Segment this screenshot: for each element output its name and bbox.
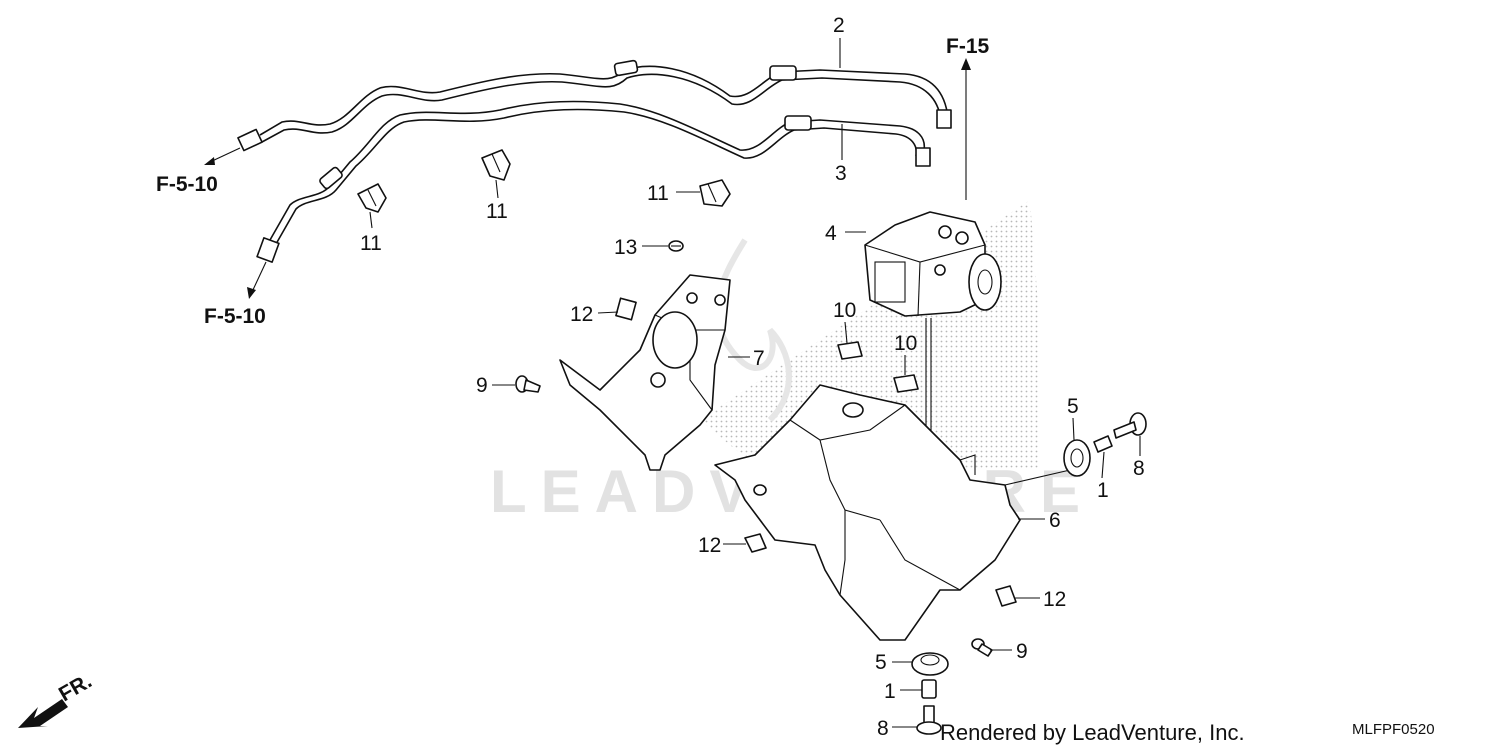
footer-credit: Rendered by LeadVenture, Inc. bbox=[940, 720, 1245, 745]
clip-nut-12-b bbox=[744, 533, 767, 553]
callout-12-a[interactable]: 12 bbox=[570, 303, 593, 326]
callout-leaders bbox=[369, 38, 1141, 728]
clip-nut-12-a bbox=[615, 297, 637, 321]
callout-10-a[interactable]: 10 bbox=[833, 299, 856, 322]
abs-tray-6 bbox=[714, 384, 1071, 641]
callout-6[interactable]: 6 bbox=[1049, 509, 1061, 532]
arrow-to-f510-upper bbox=[204, 147, 241, 165]
bolt-8-upper bbox=[1113, 412, 1147, 439]
callout-2[interactable]: 2 bbox=[833, 14, 845, 37]
callout-13[interactable]: 13 bbox=[614, 236, 637, 259]
callout-9-right[interactable]: 9 bbox=[1016, 640, 1028, 663]
clip-nut-12-c bbox=[995, 585, 1017, 607]
collar-1-lower bbox=[921, 679, 937, 699]
callout-9-left[interactable]: 9 bbox=[476, 374, 488, 397]
front-direction-arrow-icon bbox=[18, 699, 68, 728]
callout-1-lower[interactable]: 1 bbox=[884, 680, 896, 703]
reference-f510-upper[interactable]: F-5-10 bbox=[156, 173, 218, 196]
abs-bracket-7 bbox=[559, 274, 731, 471]
grommet-5-lower bbox=[911, 652, 949, 676]
callout-5-upper[interactable]: 5 bbox=[1067, 395, 1079, 418]
callout-4[interactable]: 4 bbox=[825, 222, 837, 245]
callout-5-lower[interactable]: 5 bbox=[875, 651, 887, 674]
callout-12-b[interactable]: 12 bbox=[698, 534, 721, 557]
callout-7[interactable]: 7 bbox=[753, 347, 765, 370]
callout-11-a[interactable]: 11 bbox=[360, 232, 382, 255]
collar-1-upper bbox=[1093, 435, 1113, 453]
abs-modulator-4 bbox=[864, 211, 1002, 317]
bolt-13 bbox=[668, 240, 684, 252]
arrow-to-f510-lower bbox=[247, 261, 267, 299]
reference-f510-lower[interactable]: F-5-10 bbox=[204, 305, 266, 328]
screw-9-right bbox=[971, 638, 993, 657]
arrow-to-f15 bbox=[961, 58, 971, 200]
grommet-5-upper bbox=[1063, 439, 1091, 477]
plate-10-b bbox=[893, 374, 919, 393]
callout-11-c[interactable]: 11 bbox=[647, 182, 669, 205]
callout-12-c[interactable]: 12 bbox=[1043, 588, 1066, 611]
callout-8-lower[interactable]: 8 bbox=[877, 717, 889, 740]
bolt-8-lower bbox=[916, 705, 942, 735]
clip-11-b bbox=[481, 149, 511, 181]
callout-3[interactable]: 3 bbox=[835, 162, 847, 185]
callout-8-upper[interactable]: 8 bbox=[1133, 457, 1145, 480]
callout-10-b[interactable]: 10 bbox=[894, 332, 917, 355]
diagram-code: MLFPF0520 bbox=[1352, 721, 1435, 738]
clip-11-c bbox=[699, 179, 731, 207]
brake-pipe-3 bbox=[256, 100, 931, 263]
screw-9-left bbox=[515, 375, 541, 393]
callout-11-b[interactable]: 11 bbox=[486, 200, 508, 223]
brake-pipe-2 bbox=[237, 59, 952, 152]
plate-10-a bbox=[837, 341, 863, 360]
reference-f15[interactable]: F-15 bbox=[946, 35, 990, 58]
callout-1-upper[interactable]: 1 bbox=[1097, 479, 1109, 502]
clip-11-a bbox=[357, 183, 387, 213]
